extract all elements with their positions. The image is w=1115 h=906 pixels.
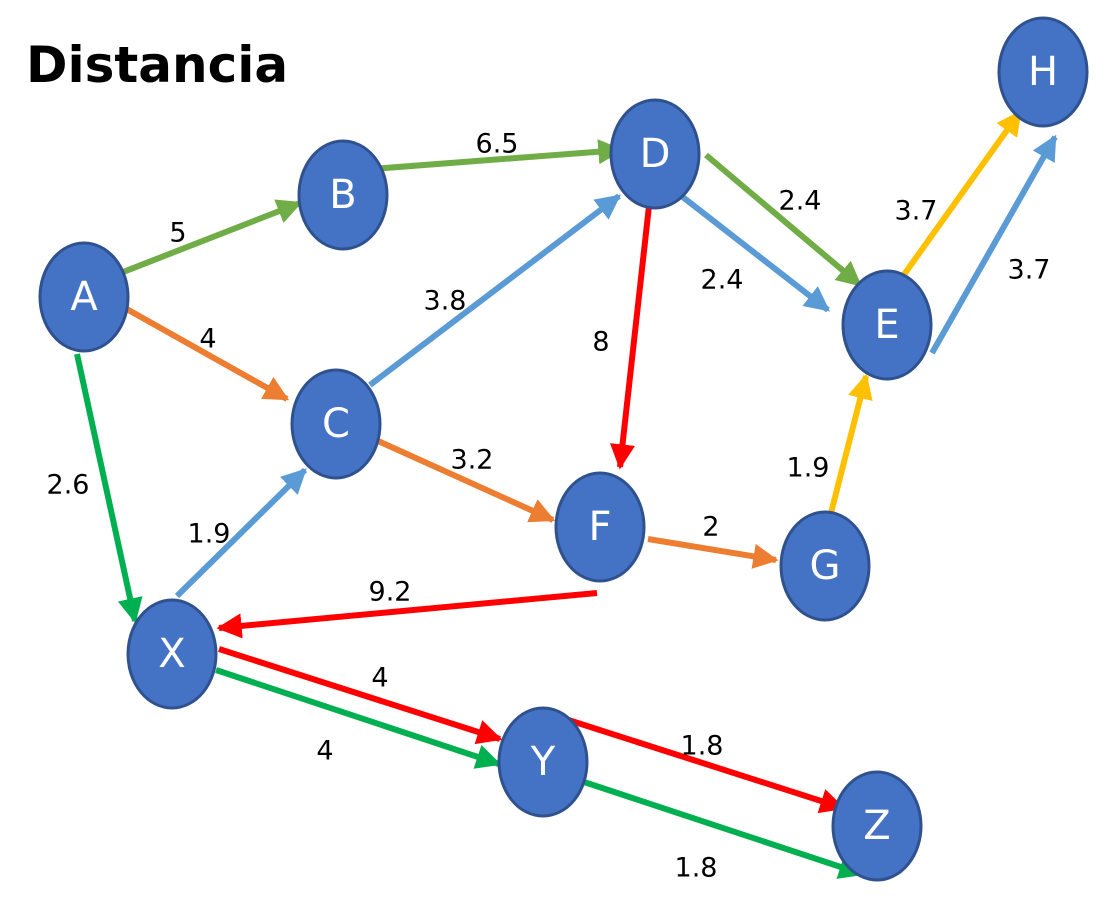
edge-arrow-e-h-yellow [900,109,1023,278]
edge-weight-f-g: 2 [702,512,719,543]
edge-weight-a-x: 2.6 [47,470,90,501]
edge-weight-a-c: 4 [199,324,216,355]
edge-arrow-d-e-blue [673,188,830,313]
edge-arrow-x-y-red [218,646,503,745]
node-label-b: B [329,172,356,218]
edge-weight-g-e: 1.9 [787,453,830,484]
node-a: A [38,241,130,353]
node-circle-y [497,706,589,818]
node-circle-g [779,510,871,622]
edge-arrow-x-y-green [215,667,502,769]
edge-arrow-b-d [371,139,624,172]
edge-weight-d-f: 8 [592,327,609,358]
edge-weight-f-x: 9.2 [369,577,412,608]
node-circle-x [126,598,218,710]
edge-arrow-a-b [116,199,303,277]
node-label-a: A [70,274,98,320]
edge-weight-x-y-red: 4 [371,663,388,694]
edge-arrow-a-x [74,353,143,624]
node-label-z: Z [863,803,890,849]
edges-layer [74,109,1058,879]
edge-arrow-f-x [216,590,598,639]
node-circle-d [609,98,701,210]
node-f: F [554,471,646,583]
node-d: D [609,98,701,210]
node-circle-h [997,16,1089,128]
node-x: X [126,598,218,710]
node-b: B [297,139,389,251]
node-z: Z [831,770,923,882]
node-circle-b [297,139,389,251]
node-e: E [841,269,933,381]
edge-arrow-y-z-red [555,713,846,814]
node-label-c: C [322,401,350,447]
node-label-x: X [158,631,185,677]
edge-arrow-f-g [647,536,779,569]
node-circle-c [290,368,382,480]
edge-arrow-g-e [828,373,873,514]
edge-weight-a-b: 5 [169,218,186,249]
edge-weight-b-d: 6.5 [476,129,519,160]
nodes-layer: A B C D E F G H X Y Z [38,16,1089,882]
node-circle-a [38,241,130,353]
node-circle-e [841,269,933,381]
node-label-d: D [640,131,671,177]
edge-weight-x-c: 1.9 [188,519,231,550]
node-h: H [997,16,1089,128]
edge-arrow-a-c [121,304,290,402]
edge-arrow-y-z-green [583,779,865,879]
edge-weight-y-z-red: 1.8 [681,731,724,762]
node-circle-z [831,770,923,882]
edge-arrow-x-c [174,467,308,599]
node-label-f: F [588,504,611,550]
edge-arrow-d-e-green [704,152,862,288]
edge-weight-d-e-blue: 2.4 [701,265,744,296]
node-g: G [779,510,871,622]
edge-weights-layer: 5 6.5 2.4 4 3.2 2 3.8 2.4 3.7 1.9 8 9.2 4 1.8 2.6 4 1.8 1… [47,129,1051,884]
edge-weight-e-h-yellow: 3.7 [895,196,938,227]
edge-arrow-c-f [365,433,556,523]
edge-weight-c-f: 3.2 [451,445,494,476]
edge-arrow-c-d [368,193,622,388]
node-label-e: E [874,302,899,348]
node-circle-f [554,471,646,583]
node-label-y: Y [530,739,556,785]
edge-weight-d-e-green: 2.4 [779,186,822,217]
edge-weight-e-h-blue: 3.7 [1008,255,1051,286]
node-c: C [290,368,382,480]
edge-arrow-d-f [609,196,653,470]
edge-weight-y-z-green: 1.8 [675,853,718,884]
edge-arrow-e-h-blue [929,134,1058,355]
node-y: Y [497,706,589,818]
edge-weight-c-d: 3.8 [424,286,467,317]
edge-weight-x-y-green: 4 [316,736,333,767]
diagram-title: Distancia [26,36,288,94]
node-label-h: H [1028,49,1058,95]
node-label-g: G [810,543,841,589]
